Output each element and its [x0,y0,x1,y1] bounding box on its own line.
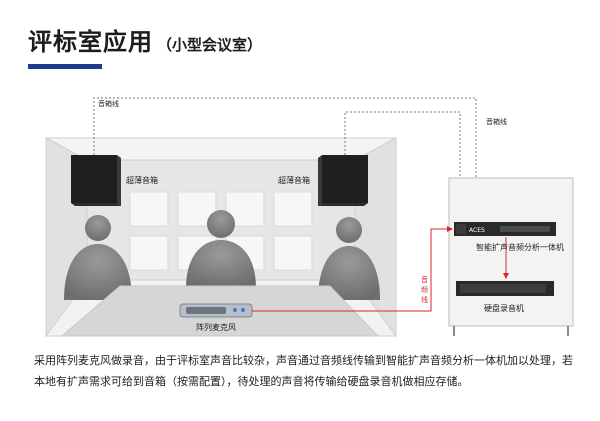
person-left [64,215,132,300]
wall-panel [273,235,313,271]
caption: 采用阵列麦克风做录音，由于评标室声音比较杂，声音通过音频线传输到智能扩声音频分析… [34,350,574,392]
speaker-left [71,155,121,206]
person-center [186,210,256,288]
processor-label: 智能扩声音频分析一体机 [476,242,564,252]
audio-line-label-2: 频 [421,285,428,294]
speaker-line-left-label: 音箱线 [98,99,119,108]
page-title: 评标室应用 [28,28,153,56]
title-underline [28,64,102,69]
person-right [318,217,380,300]
processor-brand: ACES [469,227,485,234]
audio-lines [252,226,509,312]
audio-line-to-processor [252,226,453,312]
caption-line-2: 本地有扩声需求可给到音箱（按需配置），待处理的声音将传输给硬盘录音机做相应存储。 [34,375,469,388]
people [64,210,380,300]
speaker-left-label: 超薄音箱 [126,175,158,185]
wall-panel [129,191,169,227]
audio-line-label-1: 音 [421,275,428,284]
page-subtitle: （小型会议室） [157,36,263,54]
audio-line-label: 音 频 线 [421,275,428,304]
mic-array-label: 阵列麦克风 [196,322,236,332]
wall-panels [129,191,313,271]
speaker-line-left [93,97,477,178]
wall-panel [273,191,313,227]
speaker-right [318,155,368,206]
speaker-right-label: 超薄音箱 [278,175,310,185]
speaker-lines [93,97,477,178]
equipment-cabinet [448,177,574,336]
speaker-line-right [344,111,461,178]
recorder-device [456,281,554,296]
recorder-label: 硬盘录音机 [484,303,524,313]
mic-array-device [179,303,253,318]
caption-line-1: 采用阵列麦克风做录音，由于评标室声音比较杂，声音通过音频线传输到智能扩声音频分析… [34,354,573,367]
title-block: 评标室应用（小型会议室） [28,22,262,57]
speaker-line-right-label: 音箱线 [486,117,507,126]
processor-device [454,222,556,236]
audio-line-label-3: 线 [421,295,428,304]
wall-panel [129,235,169,271]
